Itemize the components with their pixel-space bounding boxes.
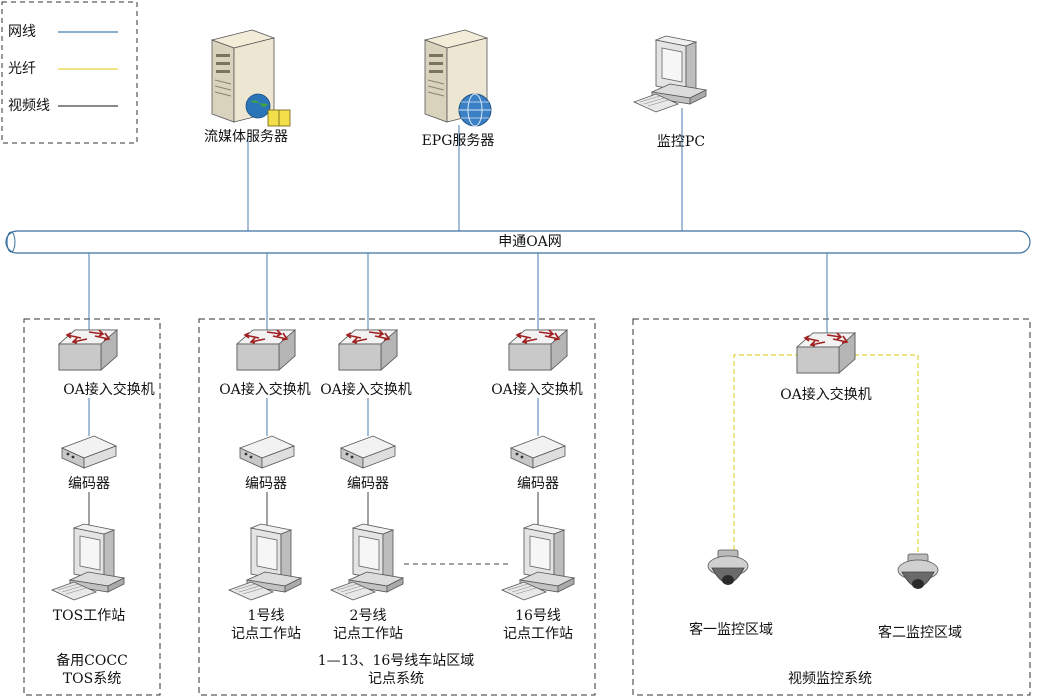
switch-icon-line16 [508, 329, 568, 371]
stations-group-title-line2: 记点系统 [368, 671, 424, 687]
stations-group-title-line1: 1—13、16号线车站区域 [317, 653, 475, 669]
monitor-pc-label: 监控PC [656, 134, 706, 150]
switch-label-video: OA接入交换机 [780, 387, 872, 403]
legend-fiber-label: 光纤 [8, 61, 36, 77]
epg-server-icon [424, 29, 492, 127]
camera1-label: 客一监控区域 [689, 622, 773, 638]
switch-icon-line1 [236, 329, 296, 371]
monitor-pc-icon [633, 35, 707, 113]
switch-label-backup: OA接入交换机 [63, 382, 155, 398]
encoder-icon-backup [61, 435, 117, 469]
backup-workstation-label: TOS工作站 [52, 608, 126, 624]
backup-group-title-line2: TOS系统 [62, 671, 122, 687]
switch-icon-line2 [338, 329, 398, 371]
encoder-label-line1: 编码器 [245, 476, 287, 492]
epg-server-label: EPG服务器 [421, 133, 495, 149]
ws2-label-line1: 2号线 [349, 608, 387, 624]
camera2-label: 客二监控区域 [878, 625, 962, 641]
stations-group-box [198, 318, 596, 696]
video-group-title: 视频监控系统 [788, 671, 872, 687]
switch-label-line16: OA接入交换机 [491, 382, 583, 398]
backup-group-title-line1: 备用COCC [56, 653, 128, 669]
encoder-icon-line2 [340, 435, 396, 469]
camera-icon-2 [897, 553, 939, 590]
ws16-label-line2: 记点工作站 [503, 626, 573, 642]
legend-video-label: 视频线 [8, 98, 50, 114]
encoder-icon-line1 [239, 435, 295, 469]
backup-group-box [23, 318, 161, 696]
backbone-label: 申通OA网 [498, 234, 562, 250]
legend-network-label: 网线 [8, 24, 36, 40]
ws16-label-line1: 16号线 [515, 608, 561, 624]
ws2-label-line2: 记点工作站 [333, 626, 403, 642]
workstation-icon-backup [51, 523, 125, 601]
workstation-icon-line2 [330, 523, 404, 601]
ws1-label-line1: 1号线 [247, 608, 285, 624]
video-group-box [632, 318, 1031, 696]
switch-icon-backup [58, 329, 118, 371]
switch-label-line1: OA接入交换机 [219, 382, 311, 398]
encoder-label-line16: 编码器 [517, 476, 559, 492]
switch-label-line2: OA接入交换机 [320, 382, 412, 398]
streaming-server-label: 流媒体服务器 [204, 129, 288, 145]
switch-icon-video [796, 332, 856, 374]
ws1-label-line2: 记点工作站 [231, 626, 301, 642]
workstation-icon-line1 [228, 523, 302, 601]
streaming-server-icon [211, 29, 291, 127]
fiber-cam2 [854, 354, 919, 556]
encoder-icon-line16 [510, 435, 566, 469]
legend-box [1, 1, 138, 144]
encoder-label-line2: 编码器 [347, 476, 389, 492]
camera-icon-1 [707, 549, 749, 586]
backbone-pipe [5, 230, 1031, 254]
workstation-icon-line16 [501, 523, 575, 601]
fiber-cam1 [733, 354, 800, 552]
encoder-label-backup: 编码器 [68, 476, 110, 492]
